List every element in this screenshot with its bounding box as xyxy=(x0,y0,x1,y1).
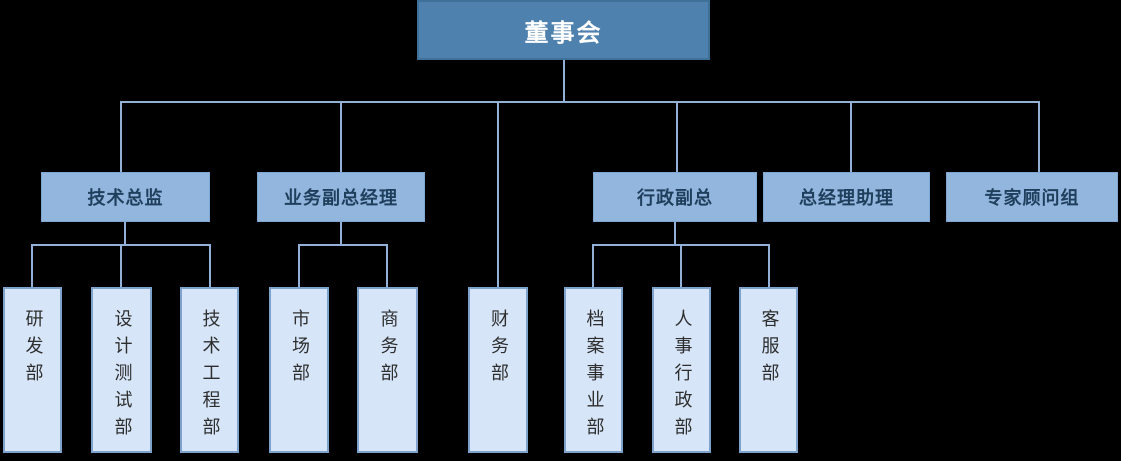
org-node-customer-service: 客服部 xyxy=(739,287,798,453)
org-node-gm-assistant: 总经理助理 xyxy=(763,172,930,222)
org-node-rnd-label: 研发部 xyxy=(22,309,44,390)
org-node-archives: 档案事业部 xyxy=(564,287,623,453)
org-node-design-test-label: 设计测试部 xyxy=(111,309,133,444)
connector-drop-expert-advisors xyxy=(1038,101,1040,172)
org-node-finance-label: 财务部 xyxy=(488,309,509,390)
org-node-expert-advisors-label: 专家顾问组 xyxy=(984,188,1080,209)
org-node-admin-vp: 行政副总 xyxy=(593,172,757,222)
connector-root-stem xyxy=(563,60,565,101)
org-node-design-test: 设计测试部 xyxy=(91,287,152,453)
org-node-tech-engineering-label: 技术工程部 xyxy=(199,309,221,444)
org-node-gm-assistant-label: 总经理助理 xyxy=(799,188,894,209)
connector-drop-gm-assistant xyxy=(850,101,852,172)
connector-drop-tech-engineering xyxy=(209,244,211,287)
connector-drop-finance xyxy=(497,101,499,287)
org-node-board: 董事会 xyxy=(417,0,710,60)
org-node-finance: 财务部 xyxy=(468,287,528,453)
connector-drop-tech-director xyxy=(120,101,122,172)
org-node-board-label: 董事会 xyxy=(524,18,603,47)
org-node-tech-director: 技术总监 xyxy=(41,172,210,222)
connector-admin-stem xyxy=(674,222,676,244)
connector-business-stem xyxy=(340,222,342,244)
connector-tech-stem xyxy=(124,222,126,244)
org-node-commerce-label: 商务部 xyxy=(377,309,399,390)
org-node-commerce: 商务部 xyxy=(357,287,418,453)
org-node-business-vp-label: 业务副总经理 xyxy=(284,188,398,209)
connector-drop-commerce xyxy=(386,244,388,287)
connector-business-bus xyxy=(298,244,388,246)
org-node-tech-engineering: 技术工程部 xyxy=(180,287,239,453)
connector-drop-admin-vp xyxy=(676,101,678,172)
connector-main-bus xyxy=(120,101,1040,103)
org-node-customer-service-label: 客服部 xyxy=(758,309,780,390)
connector-drop-rnd xyxy=(31,244,33,287)
org-node-admin-vp-label: 行政副总 xyxy=(637,188,713,209)
connector-drop-archives xyxy=(592,244,594,287)
org-node-expert-advisors: 专家顾问组 xyxy=(946,172,1118,222)
connector-drop-hr-admin xyxy=(680,244,682,287)
connector-drop-marketing xyxy=(298,244,300,287)
connector-drop-business-vp xyxy=(340,101,342,172)
org-node-hr-admin-label: 人事行政部 xyxy=(671,309,693,444)
org-node-hr-admin: 人事行政部 xyxy=(652,287,711,453)
org-node-marketing: 市场部 xyxy=(269,287,329,453)
org-node-business-vp: 业务副总经理 xyxy=(257,172,425,222)
org-node-tech-director-label: 技术总监 xyxy=(87,188,164,209)
connector-drop-design-test xyxy=(120,244,122,287)
org-node-marketing-label: 市场部 xyxy=(289,309,310,390)
org-node-archives-label: 档案事业部 xyxy=(583,309,605,444)
connector-drop-customer-service xyxy=(768,244,770,287)
org-node-rnd: 研发部 xyxy=(3,287,62,453)
